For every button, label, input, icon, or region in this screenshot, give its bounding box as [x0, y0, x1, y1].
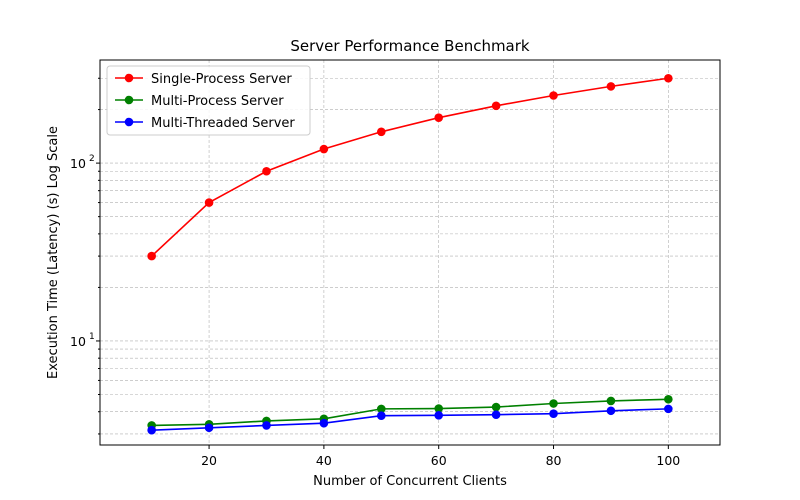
y-tick-label-base: 10	[70, 156, 86, 171]
data-point	[606, 82, 616, 91]
series-layer	[147, 73, 673, 435]
data-point	[376, 127, 386, 137]
series-2	[147, 404, 673, 435]
x-tick-label: 80	[546, 453, 562, 468]
y-tick-label-base: 10	[70, 334, 86, 349]
legend-label: Single-Process Server	[151, 72, 292, 87]
data-point	[549, 409, 558, 418]
x-tick-label: 100	[656, 453, 680, 468]
series-line	[151, 77, 669, 257]
legend-item: Multi-Process Server	[115, 94, 284, 109]
data-point	[491, 410, 501, 419]
legend-marker	[124, 73, 134, 83]
legend-label: Multi-Threaded Server	[151, 116, 295, 131]
legend-item: Multi-Threaded Server	[115, 116, 295, 131]
data-point	[434, 404, 444, 413]
data-point	[262, 421, 271, 430]
data-point	[319, 418, 329, 428]
grid-layer	[100, 60, 720, 445]
series-line	[151, 398, 669, 427]
data-point	[491, 101, 501, 111]
chart-title: Server Performance Benchmark	[290, 37, 530, 55]
series-0	[147, 73, 673, 261]
data-point	[147, 251, 156, 261]
data-point	[434, 113, 444, 123]
y-tick-label-exponent: 2	[89, 154, 95, 164]
x-tick-label: 20	[201, 453, 217, 468]
data-point	[549, 91, 558, 100]
legend-box	[106, 65, 311, 136]
legend-label: Multi-Process Server	[151, 94, 284, 109]
data-point	[376, 404, 386, 414]
data-point	[204, 198, 214, 207]
x-tick-label: 60	[431, 453, 447, 468]
series-line	[151, 408, 669, 431]
data-point	[434, 410, 444, 420]
data-point	[204, 423, 214, 433]
y-axis-label: Execution Time (Latency) (s) Log Scale	[46, 126, 61, 379]
x-tick-label: 40	[316, 453, 332, 468]
data-point	[262, 166, 271, 176]
legend-marker	[124, 95, 134, 105]
x-axis-label: Number of Concurrent Clients	[313, 474, 507, 489]
data-point	[664, 73, 673, 83]
data-point	[606, 396, 616, 406]
data-point	[549, 399, 558, 408]
data-point	[491, 402, 501, 412]
legend-marker	[124, 117, 134, 127]
data-point	[664, 394, 673, 404]
data-point	[606, 406, 616, 416]
data-point	[147, 425, 156, 435]
data-point	[664, 404, 673, 414]
y-tick-label-exponent: 1	[89, 332, 95, 342]
legend-item: Single-Process Server	[115, 72, 292, 87]
plot-frame	[99, 59, 721, 446]
data-point	[376, 411, 386, 420]
data-point	[319, 144, 329, 154]
